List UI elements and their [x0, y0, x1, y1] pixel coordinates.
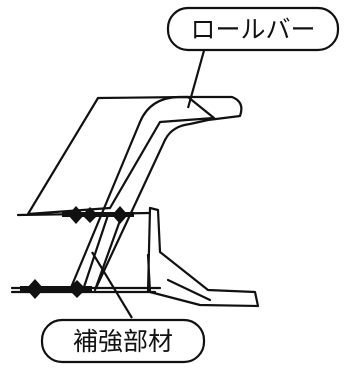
roll-bar-leg-outer — [68, 120, 142, 292]
upper-bolts — [62, 206, 134, 224]
bolt-lower-shaft — [20, 286, 92, 292]
mount-bracket-edge — [146, 206, 152, 294]
mount-bracket-fold — [166, 278, 212, 302]
reinforcement-bar-inner — [93, 213, 124, 292]
bolt-upper-shaft — [62, 212, 134, 217]
top-callout-leader — [186, 46, 207, 109]
bottom-callout-label: 補強部材 — [73, 327, 173, 356]
top-callout-label: ロールバー — [190, 15, 315, 44]
bottom-callout-box — [40, 318, 206, 364]
back-panel — [26, 95, 216, 216]
top-callout-box — [166, 6, 340, 52]
mount-bracket — [146, 206, 260, 308]
roll-bar-top — [138, 95, 243, 142]
lower-bolts — [20, 279, 92, 299]
bottom-callout-leader — [91, 251, 133, 319]
reinforcement-bar — [81, 213, 110, 292]
